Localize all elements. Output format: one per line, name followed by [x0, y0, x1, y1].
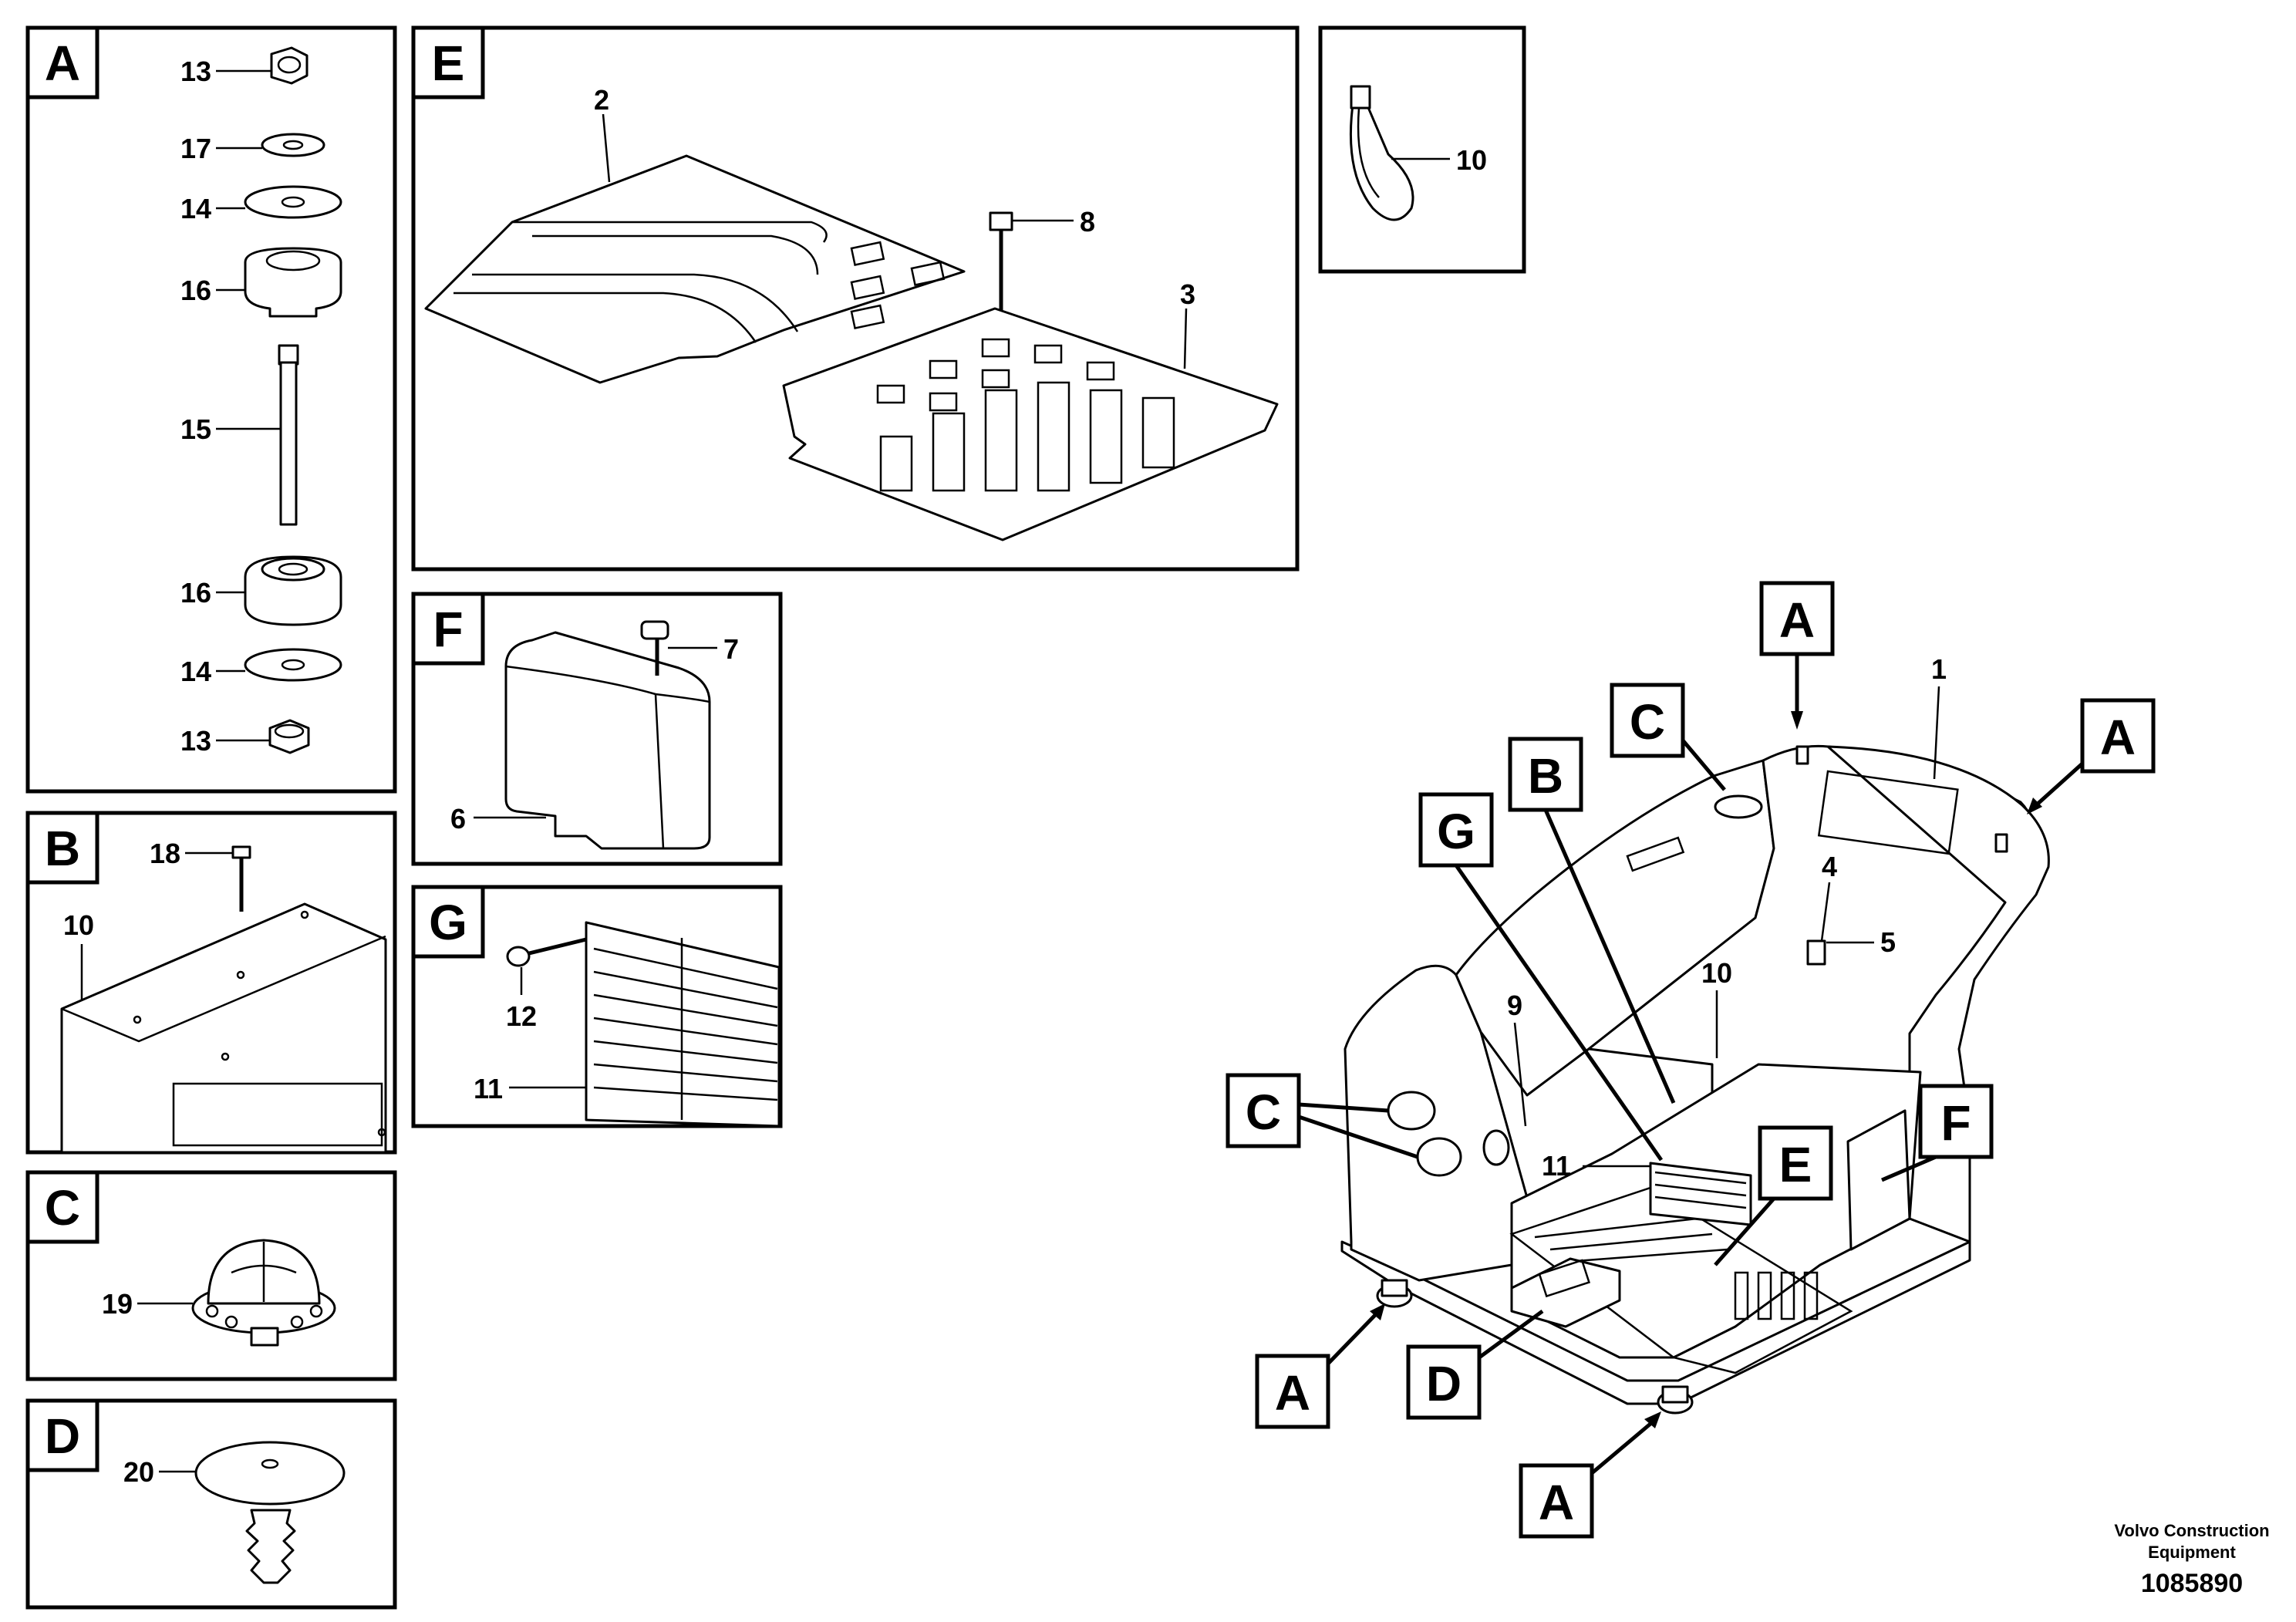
drawing-number: 1085890 — [2141, 1569, 2243, 1598]
label-c-19: 19 — [102, 1288, 133, 1320]
cover-box — [60, 902, 387, 1154]
label-tie-10: 10 — [1456, 144, 1487, 176]
svg-text:G: G — [1437, 804, 1475, 859]
panel-e: E 2 8 — [411, 25, 1300, 572]
rubber-bushing-top — [244, 247, 342, 318]
label-e-3: 3 — [1180, 278, 1195, 310]
storage-cover — [504, 631, 711, 850]
svg-text:D: D — [1426, 1356, 1462, 1411]
label-g-11: 11 — [474, 1073, 503, 1104]
company-line-1: Volvo Construction — [2114, 1521, 2269, 1540]
label-a-14-bottom: 14 — [180, 656, 211, 687]
push-rivet — [194, 1441, 346, 1584]
panel-d: D 20 — [25, 1398, 397, 1610]
label-a-16-bottom: 16 — [180, 577, 211, 609]
vent-grille — [585, 921, 781, 1128]
cable-tie — [1349, 85, 1414, 221]
floor-mat-2 — [424, 154, 966, 384]
footer: Volvo Construction Equipment 1085890 — [2114, 1521, 2269, 1598]
label-b-10: 10 — [63, 909, 94, 941]
callout-b: B — [1508, 737, 1676, 1104]
knob-7 — [640, 620, 669, 676]
callout-e: E — [1714, 1125, 1833, 1266]
panel-d-letter: D — [45, 1408, 80, 1464]
panel-c: C 19 — [25, 1170, 397, 1381]
nut-bottom — [268, 719, 310, 754]
callout-d: D — [1406, 1309, 1544, 1420]
callout-a-bottom-left: A — [1255, 1303, 1385, 1429]
label-main-9: 9 — [1507, 990, 1522, 1021]
label-main-11: 11 — [1542, 1150, 1571, 1182]
panel-cable-tie: 10 — [1318, 25, 1526, 274]
screw-12 — [506, 937, 587, 967]
washer-large-bottom — [244, 648, 342, 682]
panel-c-letter: C — [45, 1180, 80, 1236]
rubber-bushing-bottom — [244, 555, 342, 626]
svg-text:C: C — [1246, 1084, 1281, 1140]
svg-text:A: A — [2100, 710, 2136, 765]
label-f-7: 7 — [723, 633, 739, 665]
label-e-2: 2 — [594, 84, 609, 116]
callout-a-right: A — [2027, 698, 2156, 814]
panel-g: G 12 11 — [411, 885, 783, 1128]
label-main-1: 1 — [1931, 653, 1947, 685]
panel-a: A 13 17 14 16 — [25, 25, 397, 794]
label-b-18: 18 — [150, 838, 180, 869]
svg-text:A: A — [1539, 1475, 1574, 1530]
panel-g-letter: G — [429, 895, 467, 950]
label-a-13-bottom: 13 — [180, 725, 211, 757]
panel-a-letter: A — [45, 35, 80, 91]
main-labels: 1 4 5 10 9 11 — [1507, 653, 1947, 1182]
svg-text:C: C — [1630, 694, 1665, 750]
callout-g: G — [1418, 792, 1664, 1162]
callout-a-top: A — [1759, 581, 1835, 730]
callout-c-top: C — [1610, 683, 1726, 791]
panel-b: B 18 10 — [25, 811, 397, 1155]
label-a-17: 17 — [180, 133, 211, 164]
label-main-4: 4 — [1822, 851, 1837, 882]
washer-large-top — [244, 185, 342, 219]
label-main-5: 5 — [1880, 926, 1896, 958]
callout-c-left: C — [1226, 1073, 1418, 1159]
panel-f-letter: F — [433, 602, 463, 657]
bolt-8 — [989, 211, 1013, 310]
svg-text:F: F — [1940, 1095, 1971, 1151]
label-main-10: 10 — [1701, 957, 1732, 989]
long-bolt — [278, 344, 299, 526]
label-d-20: 20 — [123, 1456, 154, 1488]
label-a-13-top: 13 — [180, 56, 211, 87]
panel-f: F 7 6 — [411, 592, 783, 866]
floor-mat-3 — [782, 307, 1279, 541]
panel-b-letter: B — [45, 821, 80, 876]
washer-small — [261, 133, 325, 157]
label-g-12: 12 — [506, 1000, 537, 1032]
label-e-8: 8 — [1080, 206, 1095, 238]
cab-floor-assembly — [1340, 744, 2050, 1415]
nut-top — [270, 46, 308, 85]
company-line-2: Equipment — [2148, 1543, 2236, 1562]
vent-cap — [191, 1239, 336, 1347]
panel-e-letter: E — [432, 35, 465, 91]
label-a-14-top: 14 — [180, 193, 211, 224]
svg-text:B: B — [1528, 748, 1563, 804]
callout-a-bottom: A — [1519, 1411, 1661, 1539]
svg-text:A: A — [1779, 592, 1815, 648]
screw-18 — [231, 845, 251, 912]
label-f-6: 6 — [450, 803, 466, 835]
label-a-16-top: 16 — [180, 275, 211, 306]
svg-text:A: A — [1275, 1365, 1310, 1421]
callout-f: F — [1881, 1084, 1994, 1182]
svg-text:E: E — [1779, 1137, 1812, 1192]
label-a-15: 15 — [180, 413, 211, 445]
